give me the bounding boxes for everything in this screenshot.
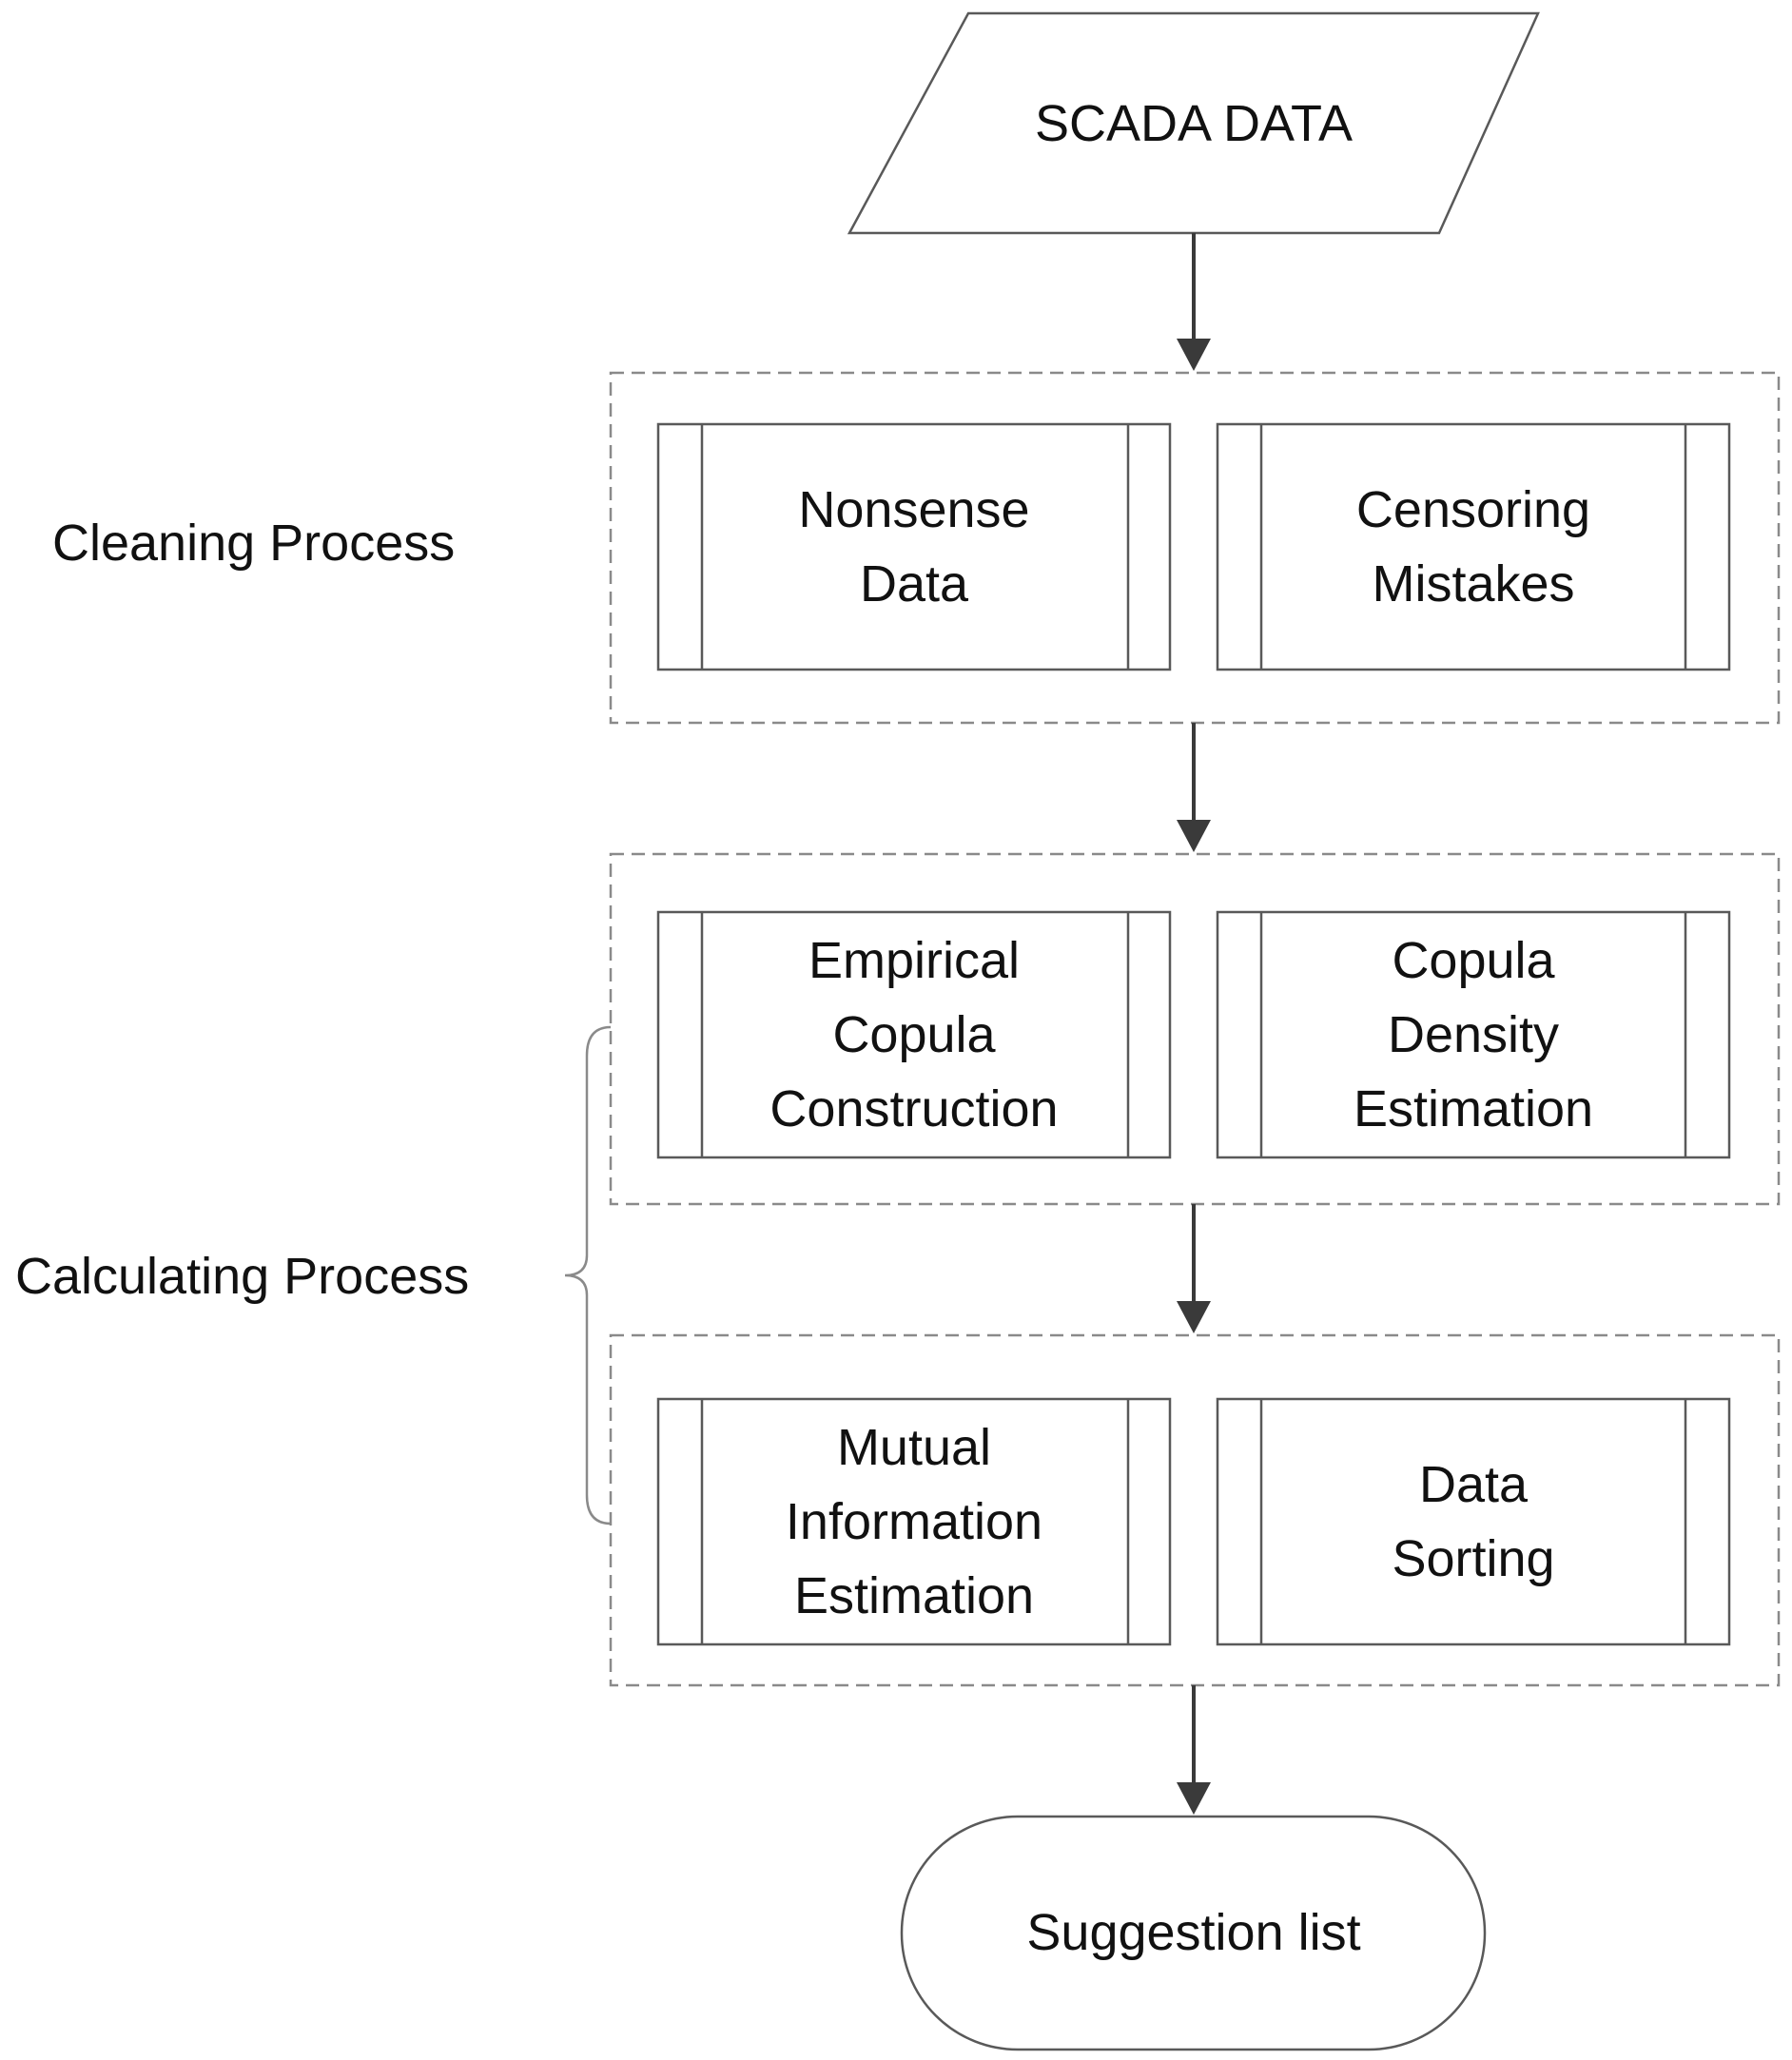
calculating-process-label: Calculating Process: [15, 1248, 469, 1305]
scada-data-node: SCADA DATA: [847, 11, 1540, 235]
suggestion-list-node: Suggestion list: [900, 1815, 1487, 2051]
node-text-line: Copula: [1392, 932, 1555, 989]
node-text-line: Construction: [769, 1080, 1058, 1137]
arrow-scada-to-cleaning: [1177, 233, 1211, 371]
cleaning-process-label: Cleaning Process: [52, 515, 455, 572]
suggestion-list-text: Suggestion list: [1026, 1904, 1360, 1961]
node-text-line: Mistakes: [1372, 555, 1574, 612]
arrow-copula-to-mutual: [1177, 1204, 1211, 1333]
node-text-line: SCADA DATA: [1035, 95, 1353, 152]
node-text-line: Data: [1419, 1456, 1529, 1513]
node-text-line: Information: [786, 1493, 1042, 1550]
node-text-line: Copula: [832, 1006, 996, 1063]
node-text-line: Mutual: [837, 1419, 991, 1476]
node-text-line: Estimation: [794, 1567, 1034, 1624]
node-text-line: Censoring: [1356, 481, 1590, 538]
node-text-line: Sorting: [1392, 1530, 1554, 1587]
node-text-line: Nonsense: [798, 481, 1029, 538]
arrow-cleaning-to-calculating: [1177, 723, 1211, 852]
node-text-line: Data: [860, 555, 969, 612]
node-text-line: Empirical: [808, 932, 1020, 989]
node-text-line: Suggestion list: [1026, 1904, 1360, 1961]
calculating-process-brace: [564, 1025, 612, 1526]
scada-data-text: SCADA DATA: [1035, 95, 1353, 152]
node-text-line: Density: [1388, 1006, 1559, 1063]
arrow-mutual-to-suggestion: [1177, 1685, 1211, 1815]
node-text-line: Estimation: [1354, 1080, 1593, 1137]
